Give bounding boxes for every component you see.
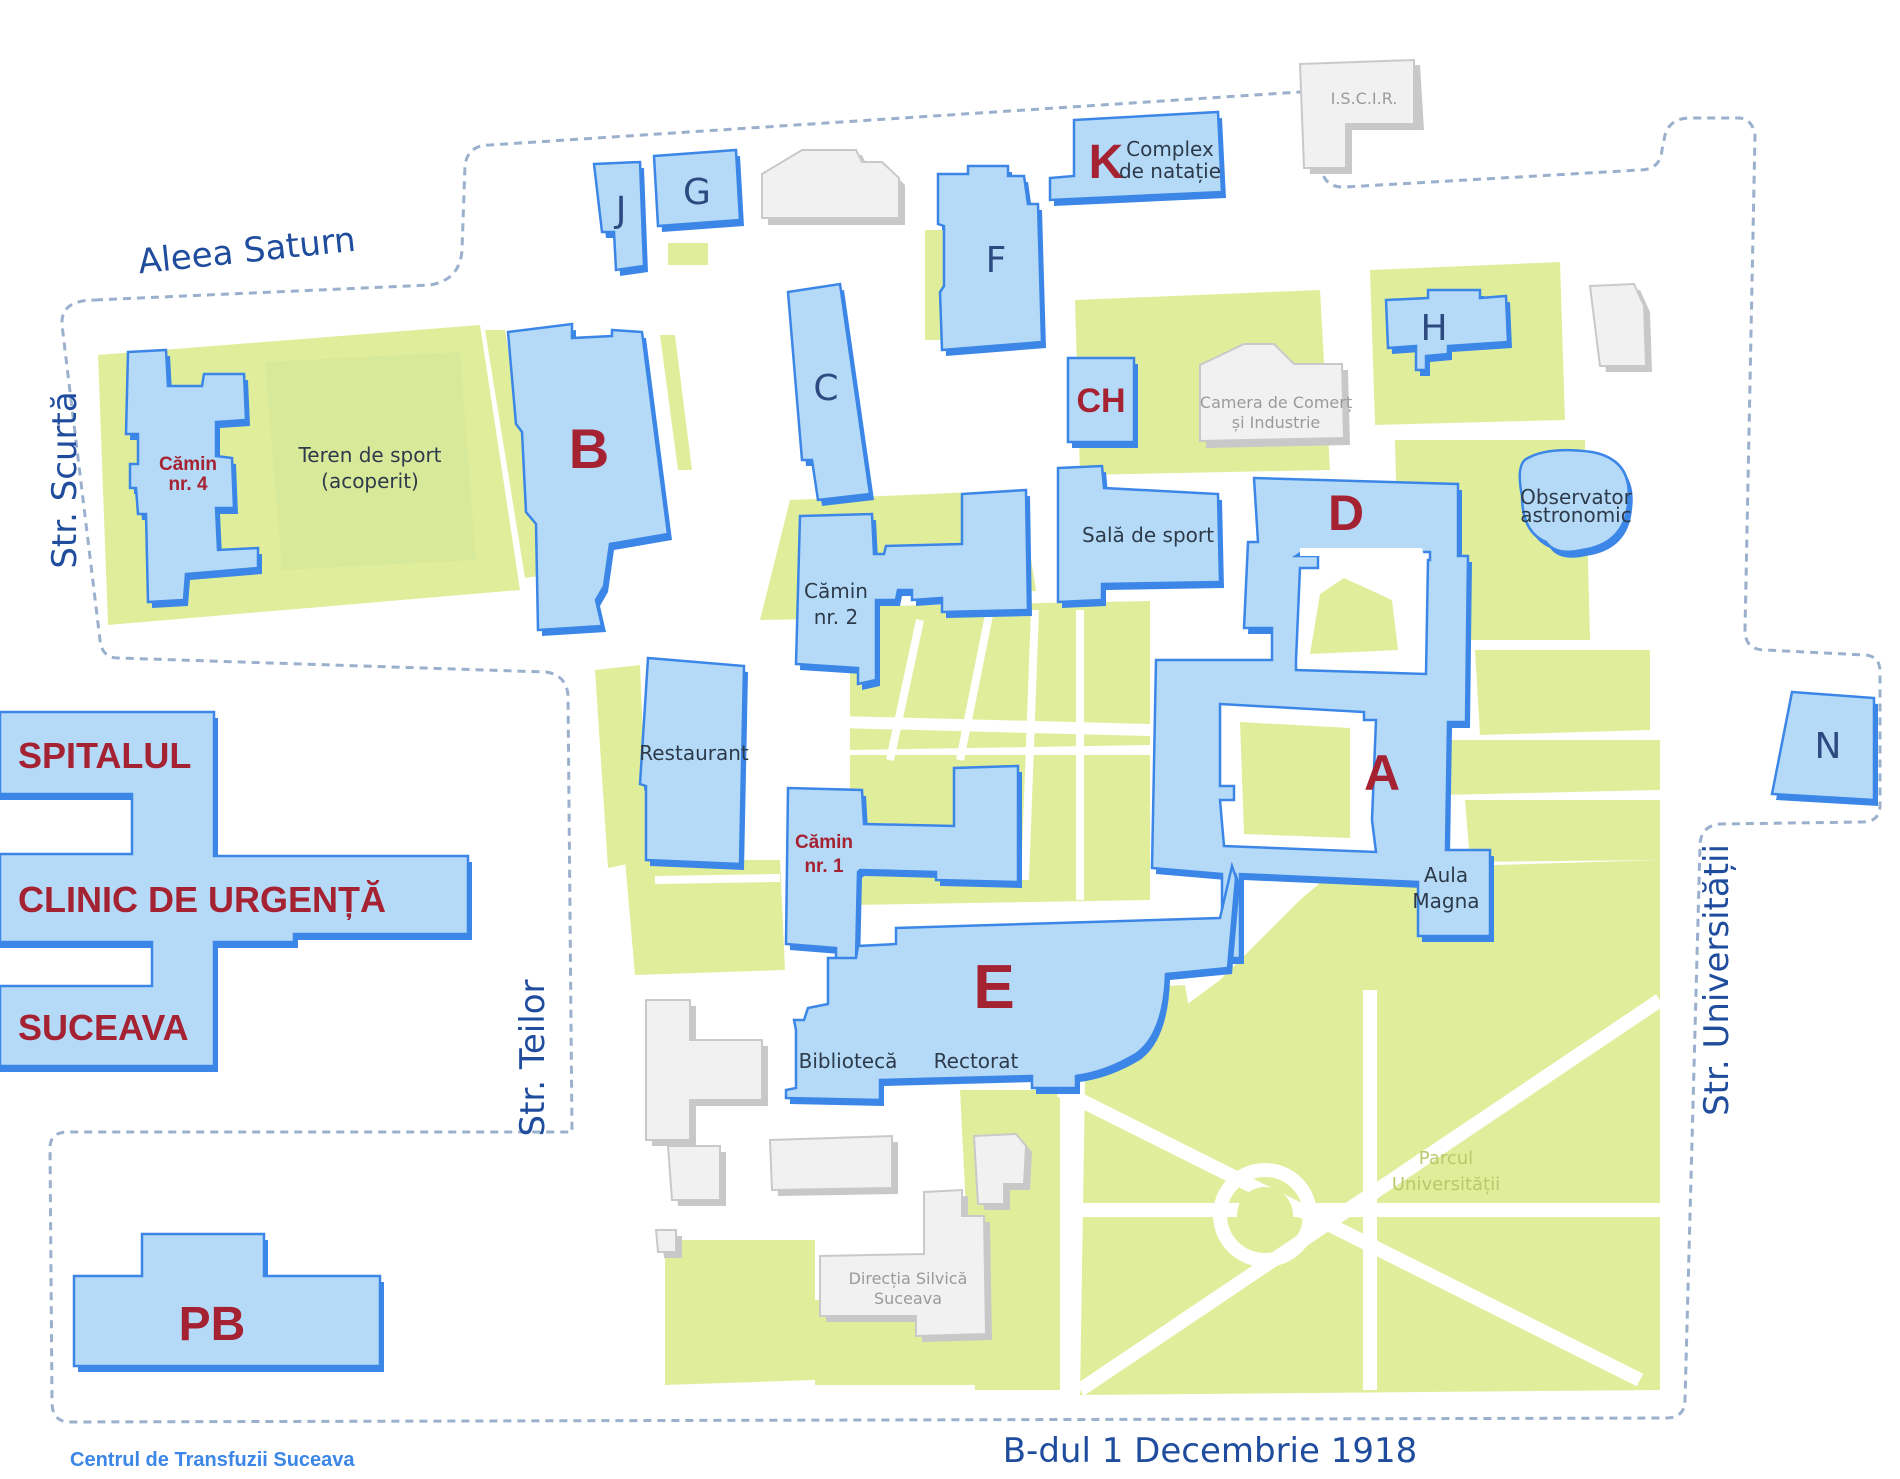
building-camin-2 xyxy=(794,488,1030,686)
building-j xyxy=(592,160,646,272)
label-camin4-2: nr. 4 xyxy=(168,474,208,495)
label-b: B xyxy=(569,417,609,480)
street-str-universitatii: Str. Universității xyxy=(1697,844,1737,1116)
label-camin1-1: Cămin xyxy=(795,832,853,853)
street-str-teilor: Str. Teilor xyxy=(513,979,553,1136)
label-observator-1: Observator xyxy=(1520,485,1633,509)
label-camin1-2: nr. 1 xyxy=(804,856,844,877)
label-hospital-2: CLINIC DE URGENȚĂ xyxy=(18,879,386,920)
building-labels: J G K Complex de natație F C CH H B D A … xyxy=(18,89,1841,1351)
label-f: F xyxy=(986,240,1007,281)
label-observator-2: astronomic xyxy=(1520,503,1631,527)
label-hospital-3: SUCEAVA xyxy=(18,1007,189,1048)
label-camin4-1: Cămin xyxy=(159,454,217,475)
label-rectorat: Rectorat xyxy=(934,1049,1019,1073)
label-directia-1: Direcția Silvică xyxy=(849,1269,968,1288)
building-hospital xyxy=(0,710,470,1068)
building-g xyxy=(652,148,742,228)
label-a: A xyxy=(1364,745,1400,801)
label-pb: PB xyxy=(179,1298,246,1351)
label-hospital-1: SPITALUL xyxy=(18,735,191,776)
external-buildings xyxy=(645,58,1652,1342)
street-bdul: B-dul 1 Decembrie 1918 xyxy=(1003,1431,1418,1471)
label-k: K xyxy=(1089,136,1124,189)
street-str-scurta: Str. Scurtă xyxy=(45,391,85,568)
label-ch: CH xyxy=(1076,382,1125,420)
label-biblioteca: Bibliotecă xyxy=(799,1049,898,1073)
building-pb xyxy=(72,1232,382,1368)
building-camin-1 xyxy=(784,764,1020,962)
label-iscir: I.S.C.I.R. xyxy=(1331,89,1398,108)
label-teren-2: (acoperit) xyxy=(321,469,419,493)
label-camera-1: Camera de Comerț xyxy=(1200,393,1352,412)
label-teren-1: Teren de sport xyxy=(297,443,441,467)
label-j: J xyxy=(614,190,627,231)
building-restaurant xyxy=(638,656,746,866)
label-camin2-2: nr. 2 xyxy=(814,605,859,629)
label-d: D xyxy=(1328,485,1364,541)
label-c: C xyxy=(813,368,838,409)
building-b xyxy=(506,322,670,632)
label-directia-2: Suceava xyxy=(874,1289,942,1308)
campus-buildings xyxy=(0,110,1878,1372)
label-k-desc-2: de natație xyxy=(1119,159,1221,183)
building-f xyxy=(936,164,1044,352)
building-camin-4 xyxy=(124,348,260,604)
building-k xyxy=(1048,110,1224,202)
building-h xyxy=(1384,288,1510,372)
label-sala-sport: Sală de sport xyxy=(1082,523,1214,547)
label-g: G xyxy=(683,172,711,213)
street-aleea-saturn: Aleea Saturn xyxy=(136,220,357,283)
building-c xyxy=(786,282,872,502)
label-aula-2: Magna xyxy=(1412,889,1479,913)
label-n: N xyxy=(1815,726,1842,767)
building-ch xyxy=(1066,356,1136,444)
label-centrul-transfuzii: Centrul de Transfuzii Suceava xyxy=(70,1449,355,1471)
label-h: H xyxy=(1420,308,1447,349)
label-k-desc-1: Complex xyxy=(1126,137,1214,161)
label-aula-1: Aula xyxy=(1424,863,1468,887)
building-observator xyxy=(1518,448,1630,553)
building-e xyxy=(784,861,1238,1102)
building-sala-sport xyxy=(1056,464,1222,604)
label-e: E xyxy=(973,953,1014,1022)
building-n xyxy=(1770,690,1876,802)
label-camera-2: și Industrie xyxy=(1232,413,1321,432)
label-camin2-1: Cămin xyxy=(804,579,868,603)
label-parc-1: Parcul xyxy=(1419,1148,1473,1169)
label-parc-2: Universității xyxy=(1392,1174,1500,1195)
label-restaurant: Restaurant xyxy=(639,741,749,765)
